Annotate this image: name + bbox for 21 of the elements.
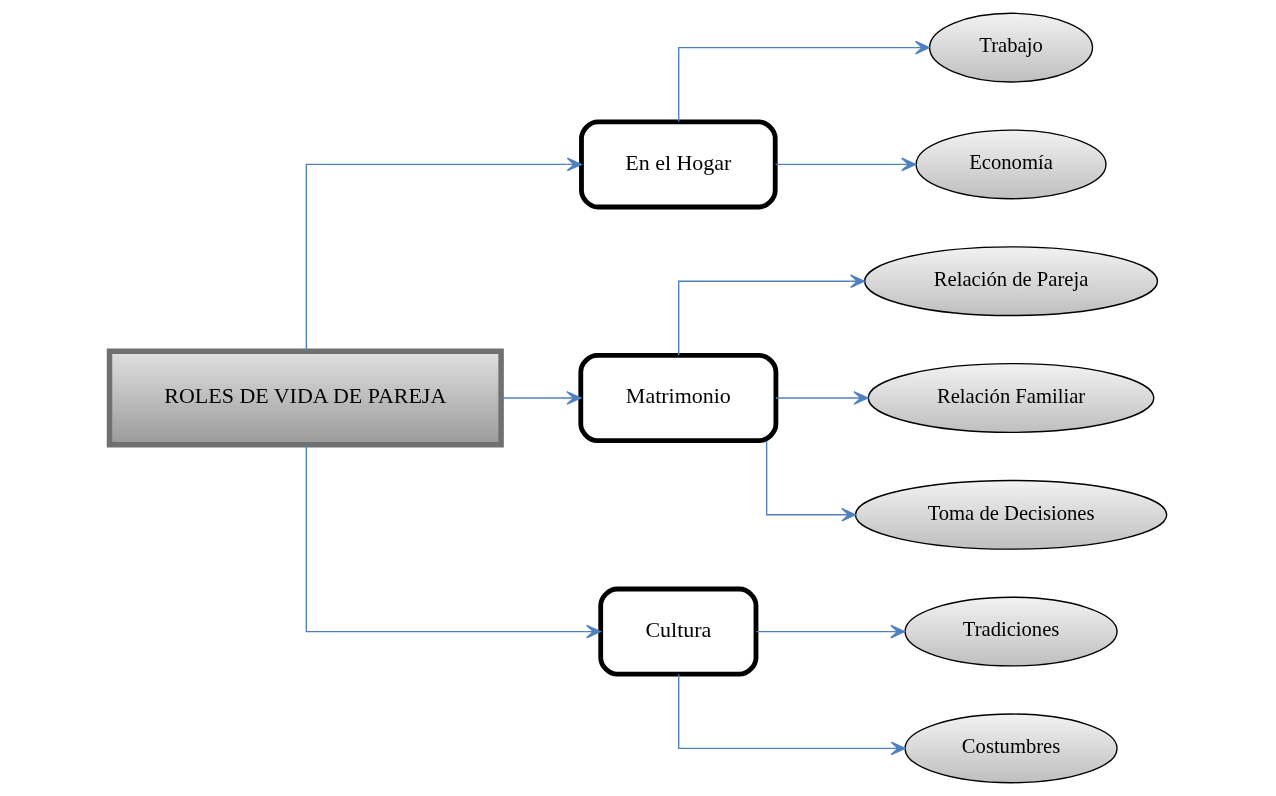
node-box: En el Hogar [579,119,778,210]
arrow [305,444,602,639]
node-ellipse: Relación de Pareja [863,246,1159,317]
arrow [305,157,582,352]
node-ellipse: Tradiciones [904,596,1118,667]
arrow [765,440,857,522]
arrow [678,40,930,123]
arrow [678,673,906,756]
node-box: Cultura [598,586,759,677]
node-box: Matrimonio [578,353,779,443]
node-ellipse: Trabajo [928,12,1094,83]
arrow [775,391,869,405]
node-box: ROLES DE VIDA DE PAREJA [106,348,504,448]
arrow [500,391,582,405]
node-ellipse: Relación Familiar [867,362,1155,434]
arrow [755,624,906,639]
arrow [774,157,917,172]
node-ellipse: Toma de Decisiones [854,479,1168,550]
arrow [678,274,865,356]
node-ellipse: Costumbres [904,713,1118,784]
node-ellipse: Economía [915,129,1107,200]
